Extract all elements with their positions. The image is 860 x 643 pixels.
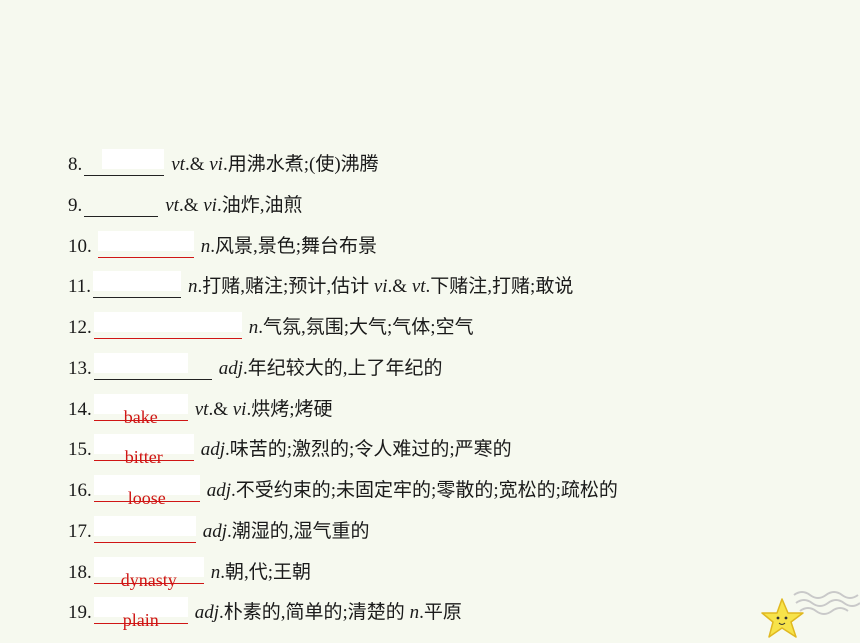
definition: vt.& vi.烘烤;烤硬 <box>194 399 333 420</box>
vocab-item-9: 9. vt.& vi.油炸,油煎 <box>68 187 302 217</box>
item-number: 9. <box>68 195 83 216</box>
definition: adj.年纪较大的,上了年纪的 <box>218 358 443 379</box>
vocab-item-12: 12. n.气氛,氛围;大气;气体;空气 <box>68 309 474 339</box>
answer-blank[interactable] <box>93 312 242 339</box>
answer-text: plain <box>122 610 159 630</box>
vocab-item-18: 18. dynasty n.朝,代;王朝 <box>68 554 312 589</box>
answer-blank[interactable] <box>84 149 165 176</box>
item-number: 10. <box>68 236 92 257</box>
item-number: 8. <box>68 154 83 175</box>
item-number: 12. <box>68 317 92 338</box>
item-number: 16. <box>68 480 92 501</box>
definition: adj.味苦的;激烈的;令人难过的;严寒的 <box>200 439 512 460</box>
answer-blank[interactable] <box>93 271 182 298</box>
vocab-item-11: 11. n.打赌,赌注;预计,估计 vi.& vt.下赌注,打赌;敢说 <box>68 268 573 298</box>
definition: adj.朴素的,简单的;清楚的 n.平原 <box>194 602 462 623</box>
answer-blank[interactable]: bitter <box>93 434 194 466</box>
vocab-item-16: 16. loose adj.不受约束的;未固定牢的;零散的;宽松的;疏松的 <box>68 472 618 507</box>
item-number: 19. <box>68 602 92 623</box>
definition: vt.& vi.用沸水煮;(使)沸腾 <box>171 154 379 175</box>
answer-blank[interactable]: loose <box>93 475 200 507</box>
answer-text: loose <box>127 488 166 508</box>
answer-text: bake <box>123 407 158 427</box>
answer-text: dynasty <box>120 570 177 590</box>
answer-blank[interactable]: dynasty <box>93 557 204 589</box>
vocab-item-8: 8. vt.& vi.用沸水煮;(使)沸腾 <box>68 146 379 176</box>
vocab-item-10: 10. n.风景,景色;舞台布景 <box>68 228 377 258</box>
item-number: 14. <box>68 399 92 420</box>
vocab-item-19: 19. plain adj.朴素的,简单的;清楚的 n.平原 <box>68 594 462 629</box>
definition: n.风景,景色;舞台布景 <box>200 236 378 257</box>
item-number: 15. <box>68 439 92 460</box>
answer-text: bitter <box>124 447 163 467</box>
definition: vt.& vi.油炸,油煎 <box>165 195 303 216</box>
definition: n.气氛,氛围;大气;气体;空气 <box>248 317 474 338</box>
answer-blank[interactable]: plain <box>93 597 188 629</box>
answer-blank[interactable] <box>97 231 194 258</box>
definition: adj.不受约束的;未固定牢的;零散的;宽松的;疏松的 <box>206 480 618 501</box>
answer-blank[interactable] <box>93 516 196 543</box>
answer-blank[interactable] <box>84 190 159 217</box>
vocab-item-17: 17. adj.潮湿的,湿气重的 <box>68 513 370 543</box>
definition: n.朝,代;王朝 <box>210 562 312 583</box>
vocab-item-15: 15. bitter adj.味苦的;激烈的;令人难过的;严寒的 <box>68 431 512 466</box>
item-number: 18. <box>68 562 92 583</box>
definition: adj.潮湿的,湿气重的 <box>202 521 370 542</box>
vocab-item-14: 14. bake vt.& vi.烘烤;烤硬 <box>68 391 333 426</box>
item-number: 11. <box>68 276 92 297</box>
answer-blank[interactable] <box>93 353 212 380</box>
item-number: 13. <box>68 358 92 379</box>
answer-blank[interactable]: bake <box>93 394 188 426</box>
item-number: 17. <box>68 521 92 542</box>
vocab-item-13: 13. adj.年纪较大的,上了年纪的 <box>68 350 443 380</box>
definition: n.打赌,赌注;预计,估计 vi.& vt.下赌注,打赌;敢说 <box>188 276 574 297</box>
star-decoration-icon <box>761 591 860 638</box>
